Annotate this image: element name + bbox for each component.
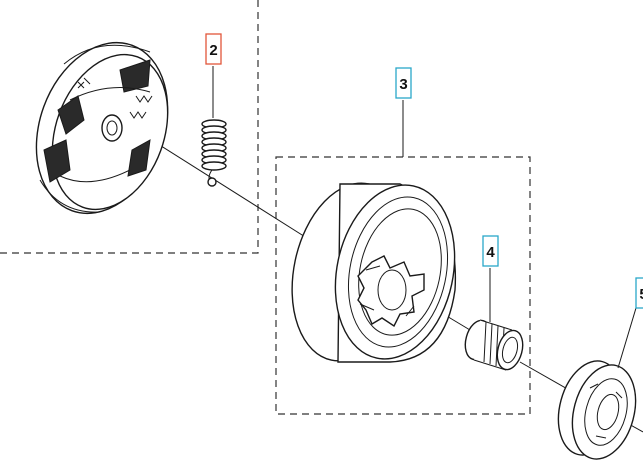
callout-3: 3 <box>395 67 412 99</box>
drum-sprocket-icon <box>291 182 457 363</box>
drum-group-boundary <box>275 156 531 415</box>
callout-label: 4 <box>486 244 495 261</box>
clutch-spring <box>201 119 227 187</box>
leader-lines <box>212 66 637 369</box>
callout-label: 5 <box>639 286 643 303</box>
washer <box>557 360 637 460</box>
clutch-drum <box>291 182 457 363</box>
callout-4: 4 <box>482 235 499 267</box>
coil-spring-icon <box>201 119 227 187</box>
clutch-shoe-icon <box>35 41 169 215</box>
callout-5: 5 <box>635 277 643 309</box>
washer-icon <box>557 360 637 460</box>
callout-label: 2 <box>209 42 217 59</box>
clutch-assembly <box>35 41 169 215</box>
needle-bearing <box>464 319 524 371</box>
needle-bearing-icon <box>464 319 524 371</box>
callout-2: 2 <box>205 33 222 65</box>
callout-label: 3 <box>399 76 407 93</box>
clutch-group-boundary <box>0 0 259 254</box>
